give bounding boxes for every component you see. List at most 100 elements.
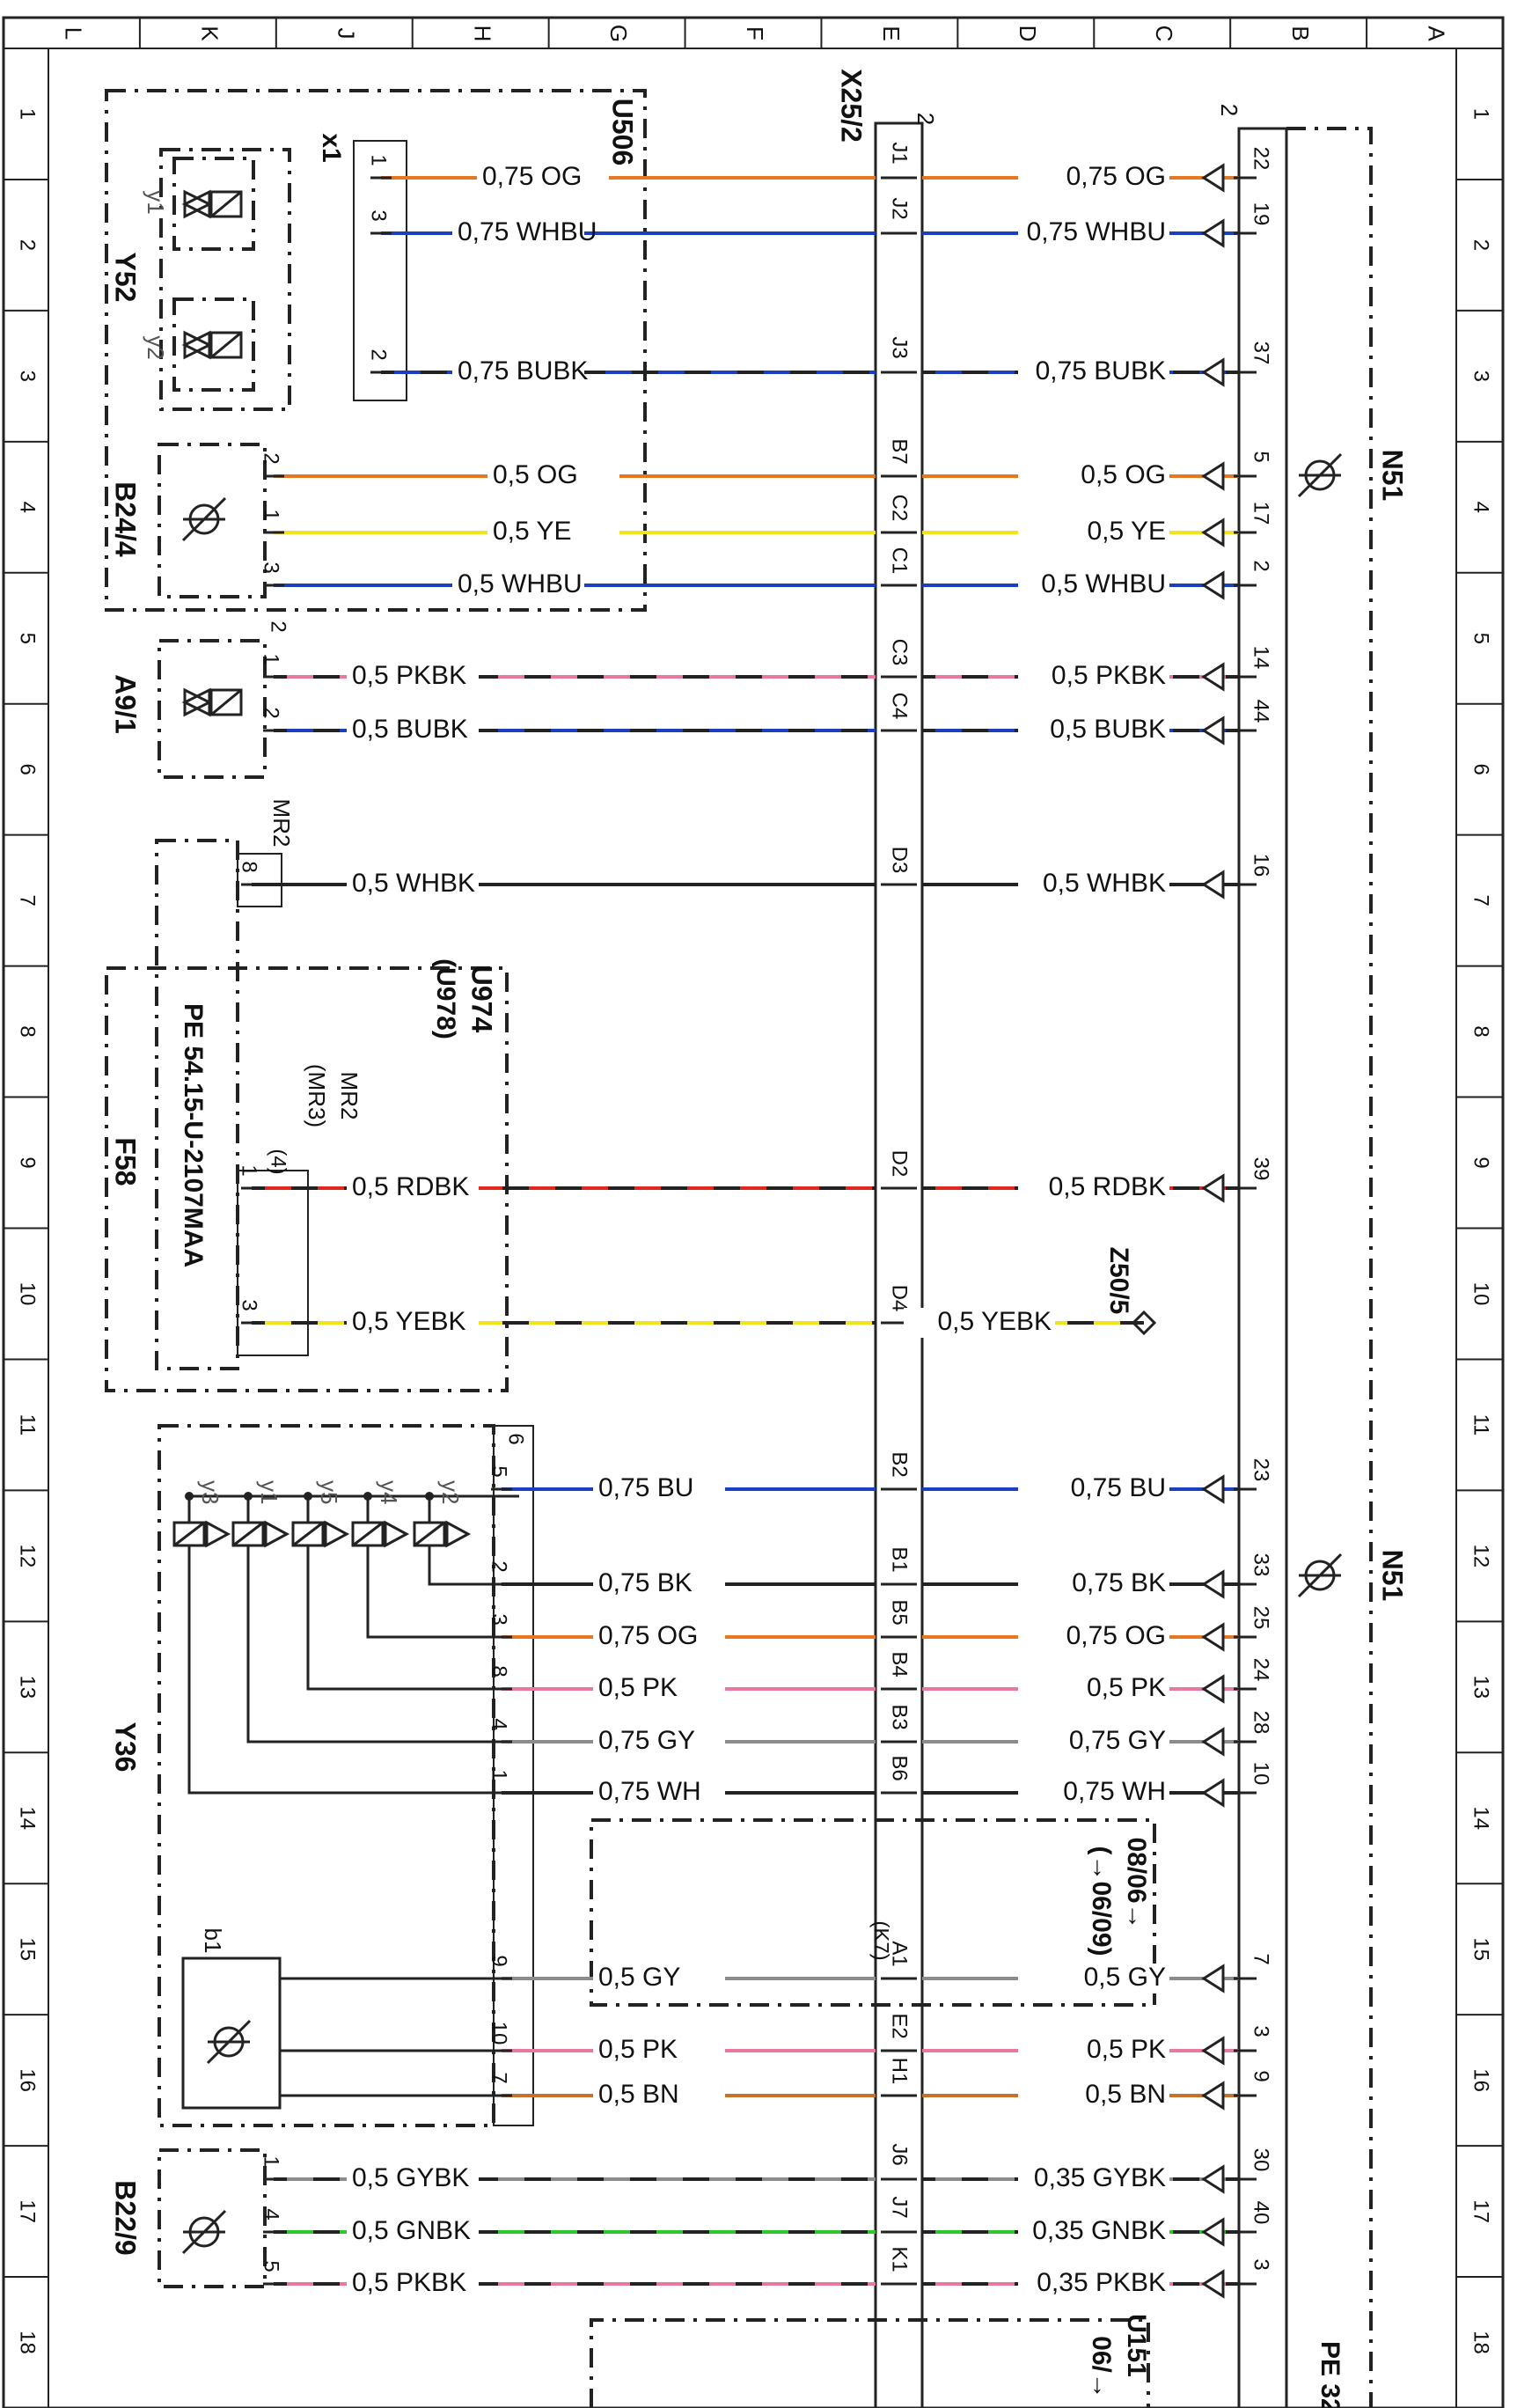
label-backdrop — [452, 570, 584, 600]
wire-right-label: 0,75 BUBK — [1036, 356, 1166, 385]
row-number-right: 16 — [1469, 2068, 1493, 2092]
x25-pin-id: E2 — [888, 2013, 912, 2038]
left-pin-number: 1 — [260, 509, 283, 520]
left-pin-number: 1 — [487, 1769, 511, 1780]
label-backdrop — [1018, 1622, 1169, 1652]
label-backdrop — [1018, 1173, 1169, 1203]
label-backdrop — [1018, 1727, 1169, 1757]
version-note-a: 08/06→ — [1122, 1837, 1151, 1929]
row-number-left: 3 — [16, 371, 40, 382]
outer-border — [2, 16, 1505, 2408]
label-backdrop — [593, 1569, 725, 1599]
wire-left-label: 0,75 OG — [598, 1621, 698, 1650]
signal-arrow-icon — [1201, 716, 1225, 745]
signal-arrow-icon — [1201, 570, 1225, 600]
n51-pin-number: 33 — [1250, 1553, 1273, 1577]
signal-arrow-icon — [1201, 1622, 1225, 1652]
label-backdrop — [1018, 716, 1169, 745]
left-pin-number: 3 — [487, 1613, 511, 1625]
u151-label: U151 — [1122, 2314, 1151, 2377]
signal-arrow-icon — [1201, 662, 1225, 692]
n51-pin-number: 10 — [1250, 1762, 1273, 1786]
left-pin-number: 4 — [487, 1718, 511, 1729]
row-number-left: 14 — [16, 1806, 40, 1830]
label-backdrop — [1018, 2217, 1169, 2247]
label-backdrop — [452, 357, 584, 387]
y36-valve-lead — [246, 1545, 494, 1744]
x25-pin-id: C1 — [888, 547, 912, 575]
version-note-c: 06/→ — [1087, 2336, 1116, 2399]
wire-left-label: 0,5 OG — [493, 460, 578, 489]
signal-arrow-icon — [1201, 1569, 1225, 1599]
version-note-b: (→06/09) — [1087, 1846, 1116, 1956]
y36-valve-label: y1 — [256, 1480, 282, 1504]
signal-arrow-icon — [1201, 1674, 1225, 1704]
x25-pin-id: B3 — [888, 1704, 912, 1729]
signal-arrow-icon — [1201, 1778, 1225, 1808]
a9-1-valve-icon — [181, 687, 243, 717]
wire-left-label: 0,5 YE — [493, 517, 572, 546]
u151-box — [590, 2318, 1150, 2408]
n51-pin-number: 16 — [1250, 854, 1273, 877]
col-letter: J — [333, 28, 359, 40]
f58-label: F58 — [110, 1137, 142, 1186]
signal-arrow-icon — [1201, 2269, 1225, 2299]
k7-note: (K7) — [869, 1920, 893, 1960]
n51-pin-number: 28 — [1250, 1711, 1273, 1735]
n51-pin-rail — [1237, 127, 1288, 2408]
pin4-bracket: (4) — [267, 1149, 290, 1174]
left-pin-number: 8 — [238, 861, 261, 872]
x25-pin-id: J2 — [888, 197, 912, 219]
left-pin-number: 2 — [487, 1560, 511, 1572]
row-number-right: 8 — [1469, 1025, 1493, 1037]
col-letter: H — [469, 26, 495, 42]
z50-5-label: Z50/5 — [1104, 1247, 1133, 1315]
signal-arrow-icon — [1201, 2081, 1225, 2111]
signal-arrow-icon — [1201, 518, 1225, 547]
signal-arrow-icon — [1201, 1727, 1225, 1757]
label-backdrop — [1018, 163, 1169, 193]
left-pin-number: 5 — [487, 1465, 511, 1477]
mr2-mr3-connector-housing — [237, 1170, 309, 1356]
col-letter: D — [1015, 26, 1041, 42]
row-number-right: 13 — [1469, 1675, 1493, 1699]
y52-y1-label: y1 — [143, 190, 169, 214]
label-backdrop — [347, 716, 479, 745]
n51-pin-number: 14 — [1250, 646, 1273, 670]
wire-left-label: 0,75 WH — [598, 1777, 701, 1806]
row-number-right: 12 — [1469, 1545, 1493, 1568]
left-pin-number: 3 — [238, 1299, 261, 1310]
col-letter: K — [196, 26, 223, 41]
x25-pin-id: B1 — [888, 1546, 912, 1572]
y52-y2-box — [172, 297, 255, 392]
n51-label-top: N51 — [1377, 450, 1409, 502]
wire-right-label: 0,5 OG — [1081, 460, 1166, 489]
f58-box — [155, 839, 239, 1370]
n51-pin-number: 2 — [1250, 560, 1273, 571]
n51-pin-number: 23 — [1250, 1458, 1273, 1482]
x25-pin-id: B2 — [888, 1451, 912, 1477]
label-backdrop — [593, 2036, 725, 2066]
component-blocks — [105, 89, 1373, 2408]
x25-pin-id: J6 — [888, 2143, 912, 2165]
label-backdrop — [1018, 2081, 1169, 2111]
label-backdrop — [1018, 357, 1169, 387]
n51-pin-number: 25 — [1250, 1606, 1273, 1630]
x25-pin-id: D2 — [888, 1150, 912, 1178]
x25-pin-id: B7 — [888, 438, 912, 464]
y36-valve-icon — [351, 1492, 410, 1548]
col-letter: E — [878, 26, 905, 40]
col-letter: A — [1424, 26, 1450, 41]
x25-pin-id: D4 — [888, 1285, 912, 1312]
b22-9-sensor-icon — [181, 2209, 227, 2255]
left-pin-number: 7 — [487, 2072, 511, 2083]
x25-pin-id: K1 — [888, 2246, 912, 2272]
y52-y1-valve-icon — [181, 189, 243, 219]
label-backdrop — [487, 461, 619, 491]
y52-box — [159, 148, 291, 411]
mr2-mid-label: MR2 — [336, 1072, 363, 1120]
n51-pin-number: 17 — [1250, 502, 1273, 525]
mr2-connector-housing — [237, 853, 282, 907]
